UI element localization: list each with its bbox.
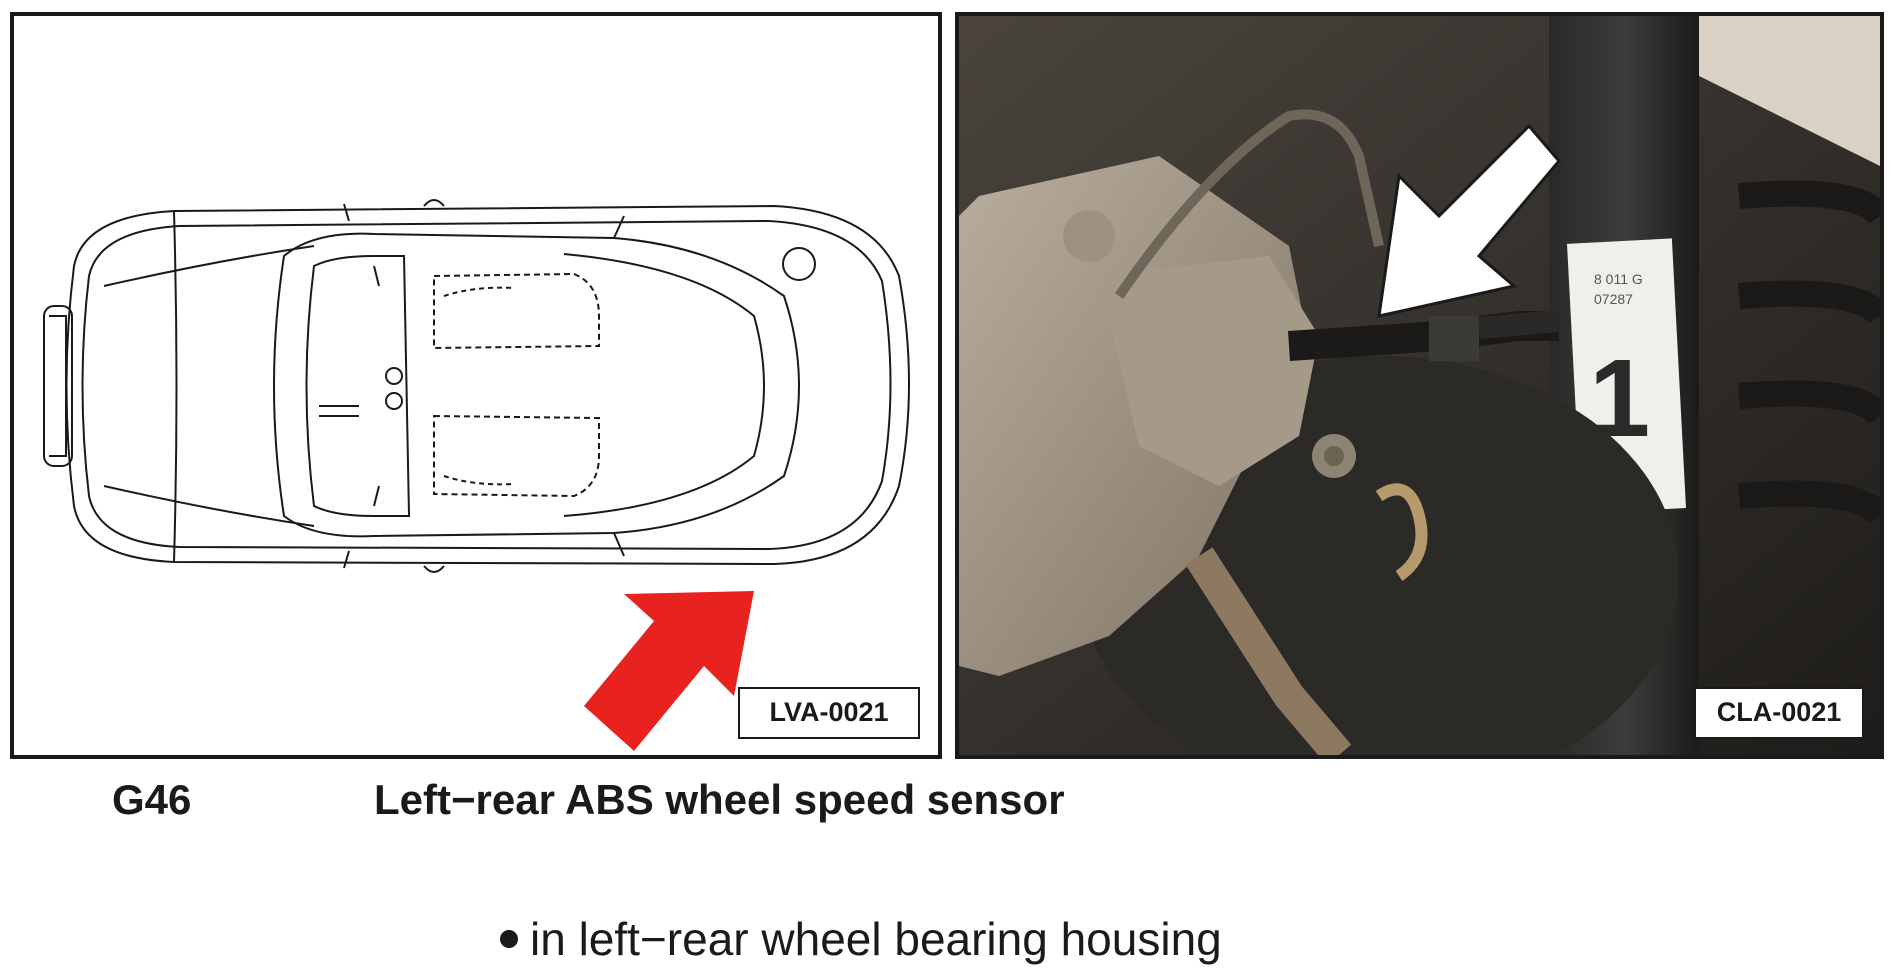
car-top-view-drawing [43, 199, 910, 751]
location-bullet-item: in left−rear wheel bearing housing [500, 912, 1222, 966]
bullet-icon [500, 929, 518, 948]
sensor-location-photo: 8 011 G 07287 1 CLA-0021 [955, 12, 1884, 759]
svg-text:8 011 G: 8 011 G [1594, 271, 1643, 287]
car-overview-diagram: LVA-0021 [10, 12, 942, 759]
figure-reference-label: LVA-0021 [738, 687, 920, 739]
brake-assembly-photo: 8 011 G 07287 1 [959, 16, 1880, 755]
figure-reference-label: CLA-0021 [1694, 687, 1864, 739]
component-code: G46 [112, 776, 192, 823]
red-arrow-icon [584, 591, 754, 751]
svg-text:07287: 07287 [1594, 291, 1633, 307]
location-text: in left−rear wheel bearing housing [530, 913, 1222, 965]
component-name: Left−rear ABS wheel speed sensor [374, 776, 1065, 823]
white-arrow-icon [1377, 123, 1561, 318]
